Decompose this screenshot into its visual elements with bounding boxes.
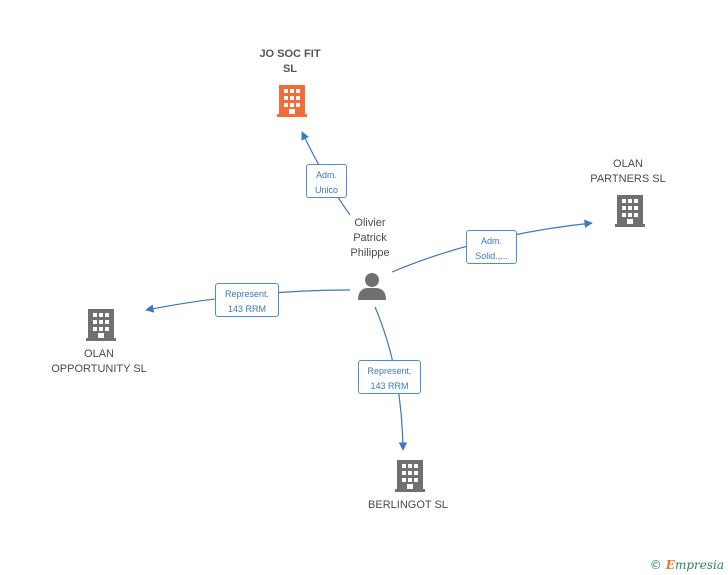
- relation-label-berlingot[interactable]: Represent. 143 RRM: [358, 360, 421, 394]
- relation-label-jo-soc-fit[interactable]: Adm. Unico: [306, 164, 347, 198]
- company-label-berlingot[interactable]: BERLINGOT SL: [368, 499, 448, 511]
- building-icon[interactable]: [277, 85, 307, 117]
- company-label-olan-opportunity[interactable]: OLAN OPPORTUNITY SL: [51, 348, 147, 375]
- building-icon[interactable]: [395, 460, 425, 492]
- brand-name: mpresia: [674, 558, 724, 572]
- brand-logo: ©Empresia: [650, 558, 724, 572]
- company-label-olan-partners[interactable]: OLAN PARTNERS SL: [590, 158, 666, 185]
- relation-label-olan-opportunity[interactable]: Represent. 143 RRM: [215, 283, 279, 317]
- brand-initial: E: [665, 558, 675, 572]
- building-icon[interactable]: [615, 195, 645, 227]
- copyright-icon: ©: [649, 558, 662, 572]
- building-icon[interactable]: [86, 309, 116, 341]
- person-label[interactable]: Olivier Patrick Philippe: [350, 217, 390, 259]
- person-icon[interactable]: [358, 273, 386, 300]
- company-label-jo-soc-fit[interactable]: JO SOC FIT SL: [259, 48, 321, 75]
- relation-label-olan-partners[interactable]: Adm. Solid.,...: [466, 230, 517, 264]
